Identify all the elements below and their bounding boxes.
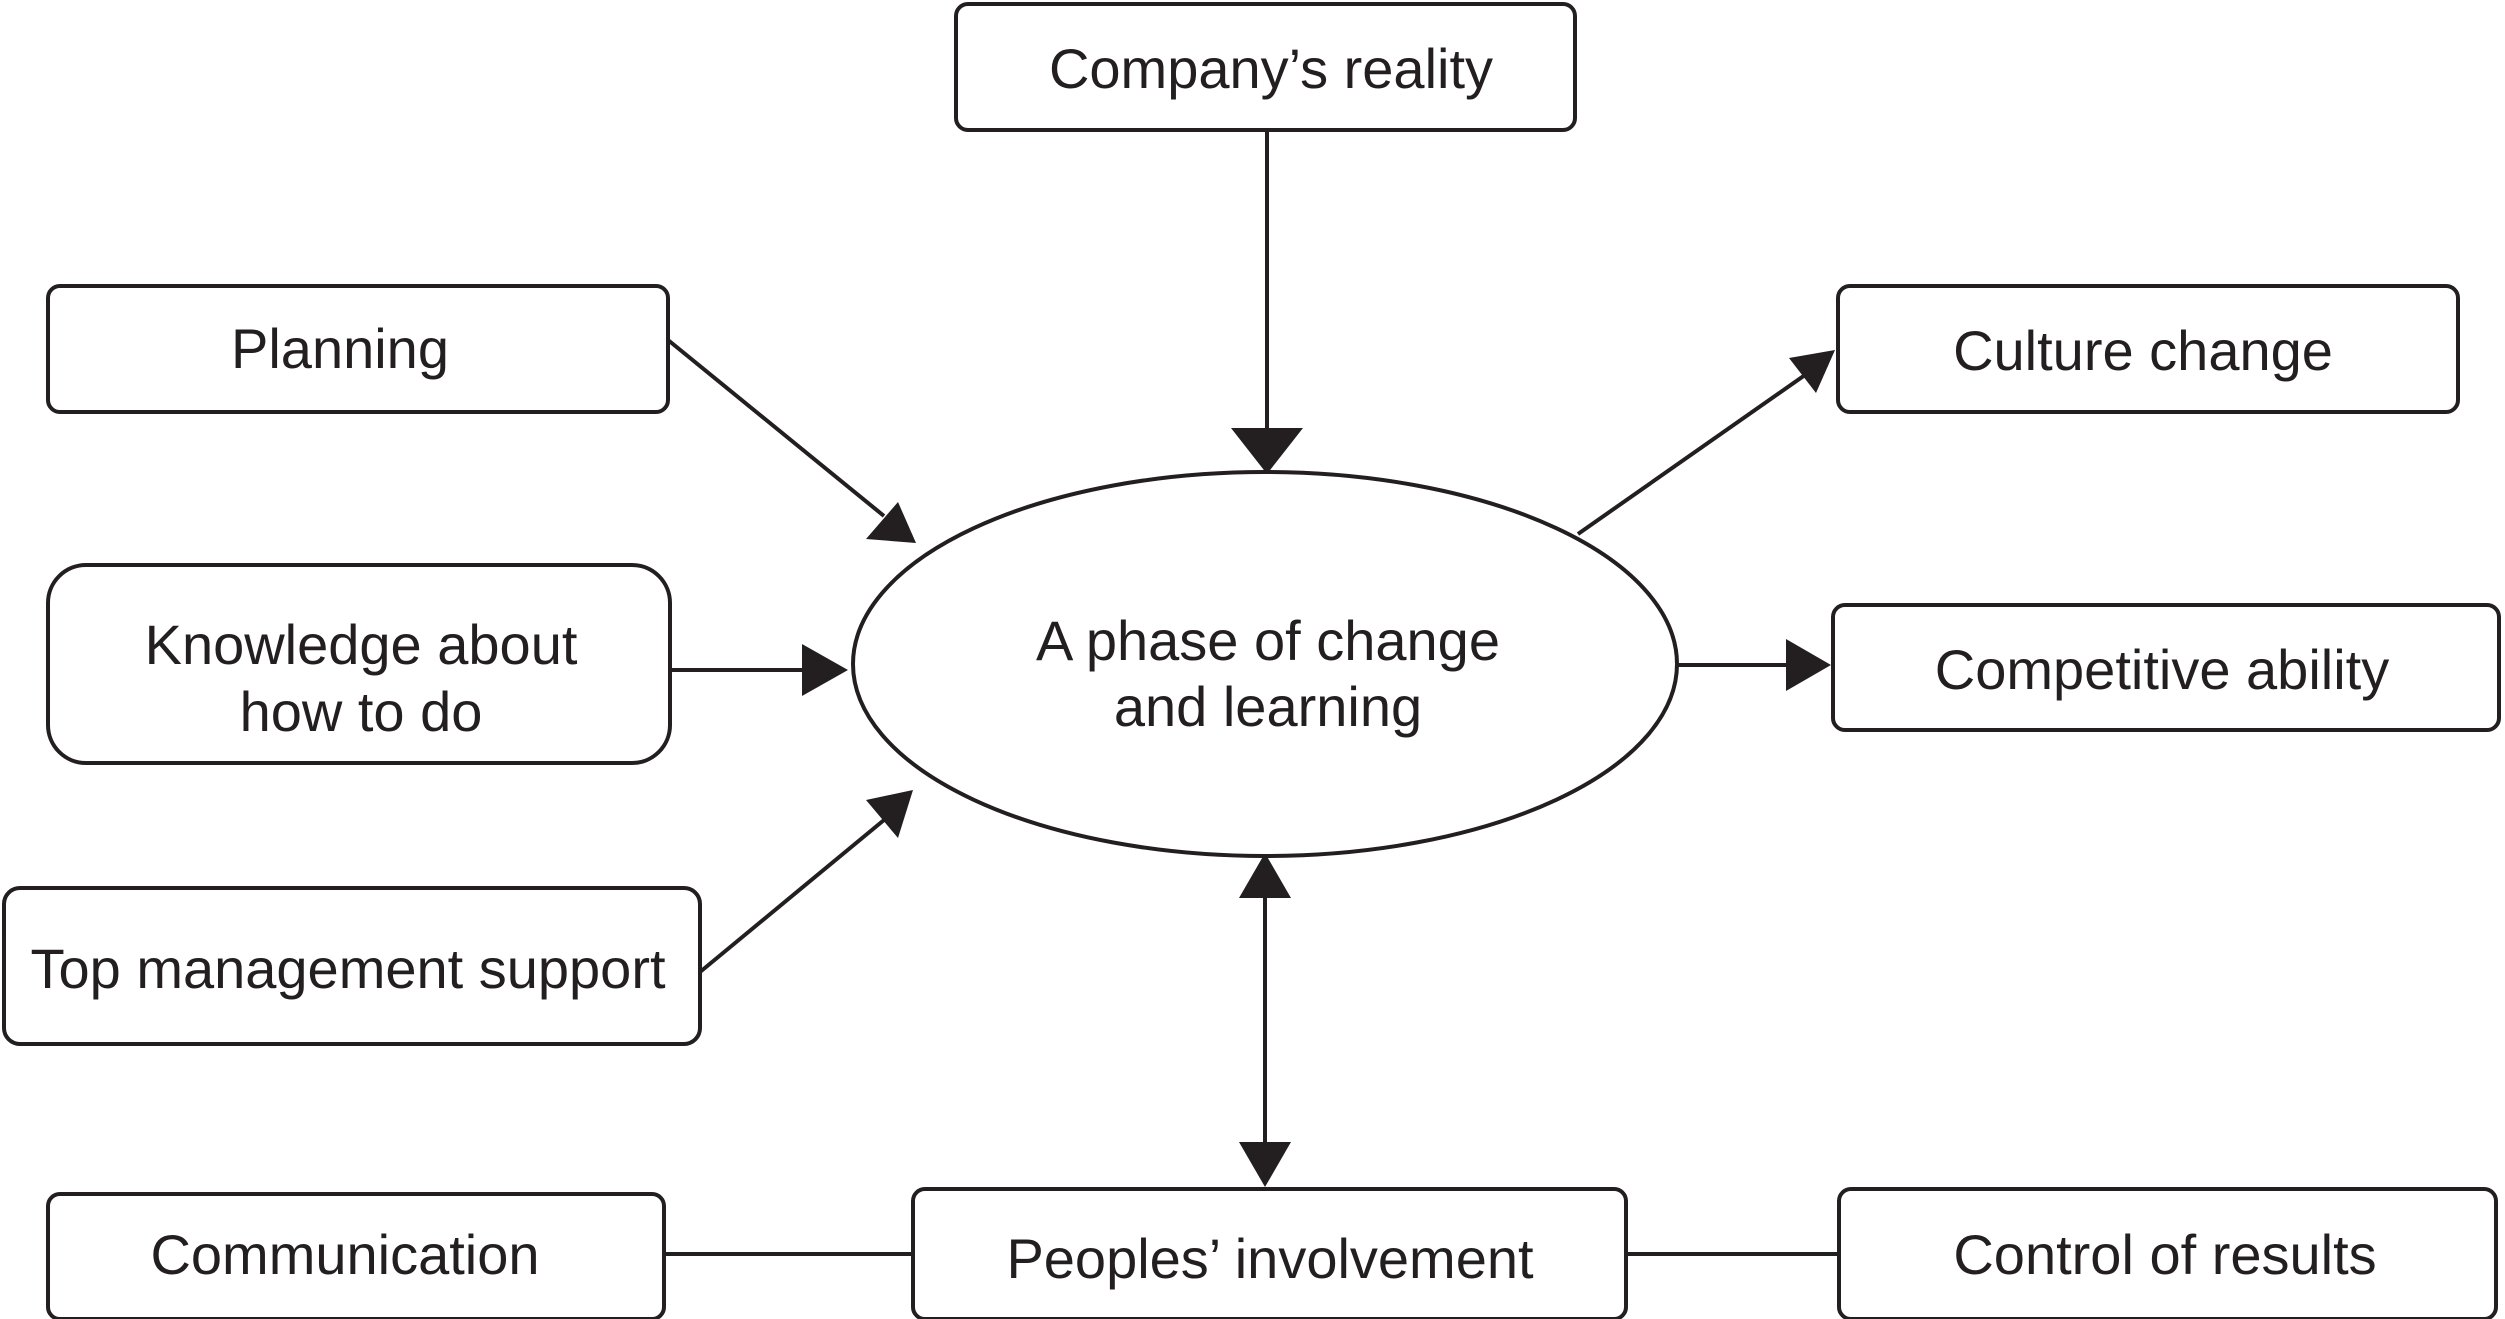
- node-communication: Communication: [46, 1192, 666, 1319]
- node-company-reality: Company’s reality: [954, 2, 1577, 132]
- culture-change-label: Culture change: [1953, 319, 2333, 382]
- company-reality-label: Company’s reality: [1049, 37, 1493, 100]
- arrowhead-culture-change: [1789, 350, 1835, 393]
- knowledge-label-line1: Knowledge about: [145, 613, 578, 676]
- arrowhead-up-center: [1239, 853, 1291, 898]
- communication-label: Communication: [150, 1223, 539, 1286]
- node-culture-change: Culture change: [1836, 284, 2460, 414]
- arrowhead-top-management: [866, 790, 913, 838]
- planning-label: Planning: [231, 317, 449, 380]
- center-label-line1: A phase of change: [1036, 609, 1500, 672]
- node-knowledge: Knowledge about how to do: [46, 563, 672, 765]
- competitive-ability-label: Competitive ability: [1935, 638, 2389, 701]
- center-node: A phase of change and learning: [851, 470, 1679, 858]
- arrowhead-company-reality: [1231, 428, 1303, 474]
- knowledge-label-line2: how to do: [240, 680, 483, 743]
- node-control-of-results: Control of results: [1837, 1187, 2498, 1319]
- edge-center-to-culture-change: [1576, 373, 1807, 536]
- control-of-results-label: Control of results: [1953, 1223, 2376, 1286]
- arrowhead-planning: [866, 502, 916, 543]
- peoples-involvement-label: Peoples’ involvement: [1006, 1227, 1534, 1290]
- center-label-line2: and learning: [1114, 675, 1422, 738]
- center-ellipse: [851, 470, 1679, 858]
- top-management-label: Top management support: [30, 937, 666, 1000]
- edge-top-management-to-center: [698, 818, 886, 974]
- node-peoples-involvement: Peoples’ involvement: [911, 1187, 1628, 1319]
- arrowhead-down-peoples-involvement: [1239, 1142, 1291, 1187]
- arrowhead-competitive-ability: [1786, 639, 1831, 691]
- edge-planning-to-center: [666, 338, 886, 518]
- node-top-management: Top management support: [2, 886, 702, 1046]
- arrowhead-knowledge: [802, 644, 848, 696]
- node-competitive-ability: Competitive ability: [1831, 603, 2501, 732]
- node-planning: Planning: [46, 284, 670, 414]
